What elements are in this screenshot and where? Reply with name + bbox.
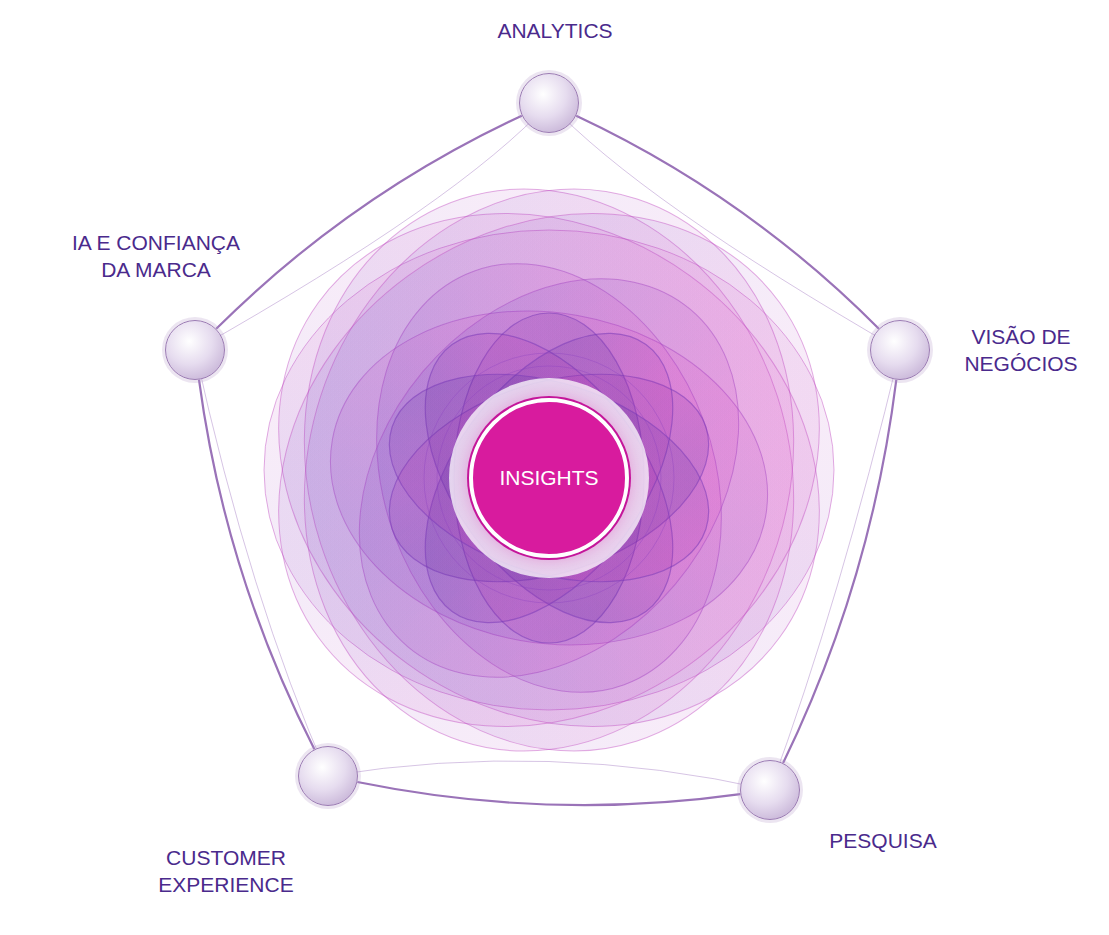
topic-label: VISÃO DE NEGÓCIOS bbox=[951, 323, 1091, 377]
inner-rings bbox=[424, 353, 674, 603]
orbit-line bbox=[216, 116, 522, 329]
orbit-line bbox=[199, 380, 314, 750]
orbit-line bbox=[576, 116, 879, 329]
topic-label: ANALYTICS bbox=[455, 17, 655, 44]
topic-sphere: IA E CONFIANÇA DA MARCA bbox=[165, 320, 225, 380]
topic-sphere: ANALYTICS bbox=[519, 73, 579, 133]
hub-title: INSIGHTS bbox=[499, 466, 598, 490]
inner-flower bbox=[363, 289, 736, 668]
inner-threads bbox=[195, 103, 900, 790]
topic-label: IA E CONFIANÇA DA MARCA bbox=[61, 229, 251, 283]
topic-sphere: PESQUISA bbox=[740, 760, 800, 820]
topic-label: CUSTOMER EXPERIENCE bbox=[141, 844, 311, 898]
topic-label: PESQUISA bbox=[803, 827, 963, 854]
topic-sphere: VISÃO DE NEGÓCIOS bbox=[870, 320, 930, 380]
hub-glow bbox=[449, 378, 649, 578]
hub-circle: INSIGHTS bbox=[469, 398, 629, 558]
outer-waves bbox=[177, 108, 920, 831]
middle-waves bbox=[281, 203, 817, 752]
orbit-line bbox=[357, 782, 740, 805]
orbit-line bbox=[783, 380, 896, 763]
topic-sphere: CUSTOMER EXPERIENCE bbox=[298, 746, 358, 806]
